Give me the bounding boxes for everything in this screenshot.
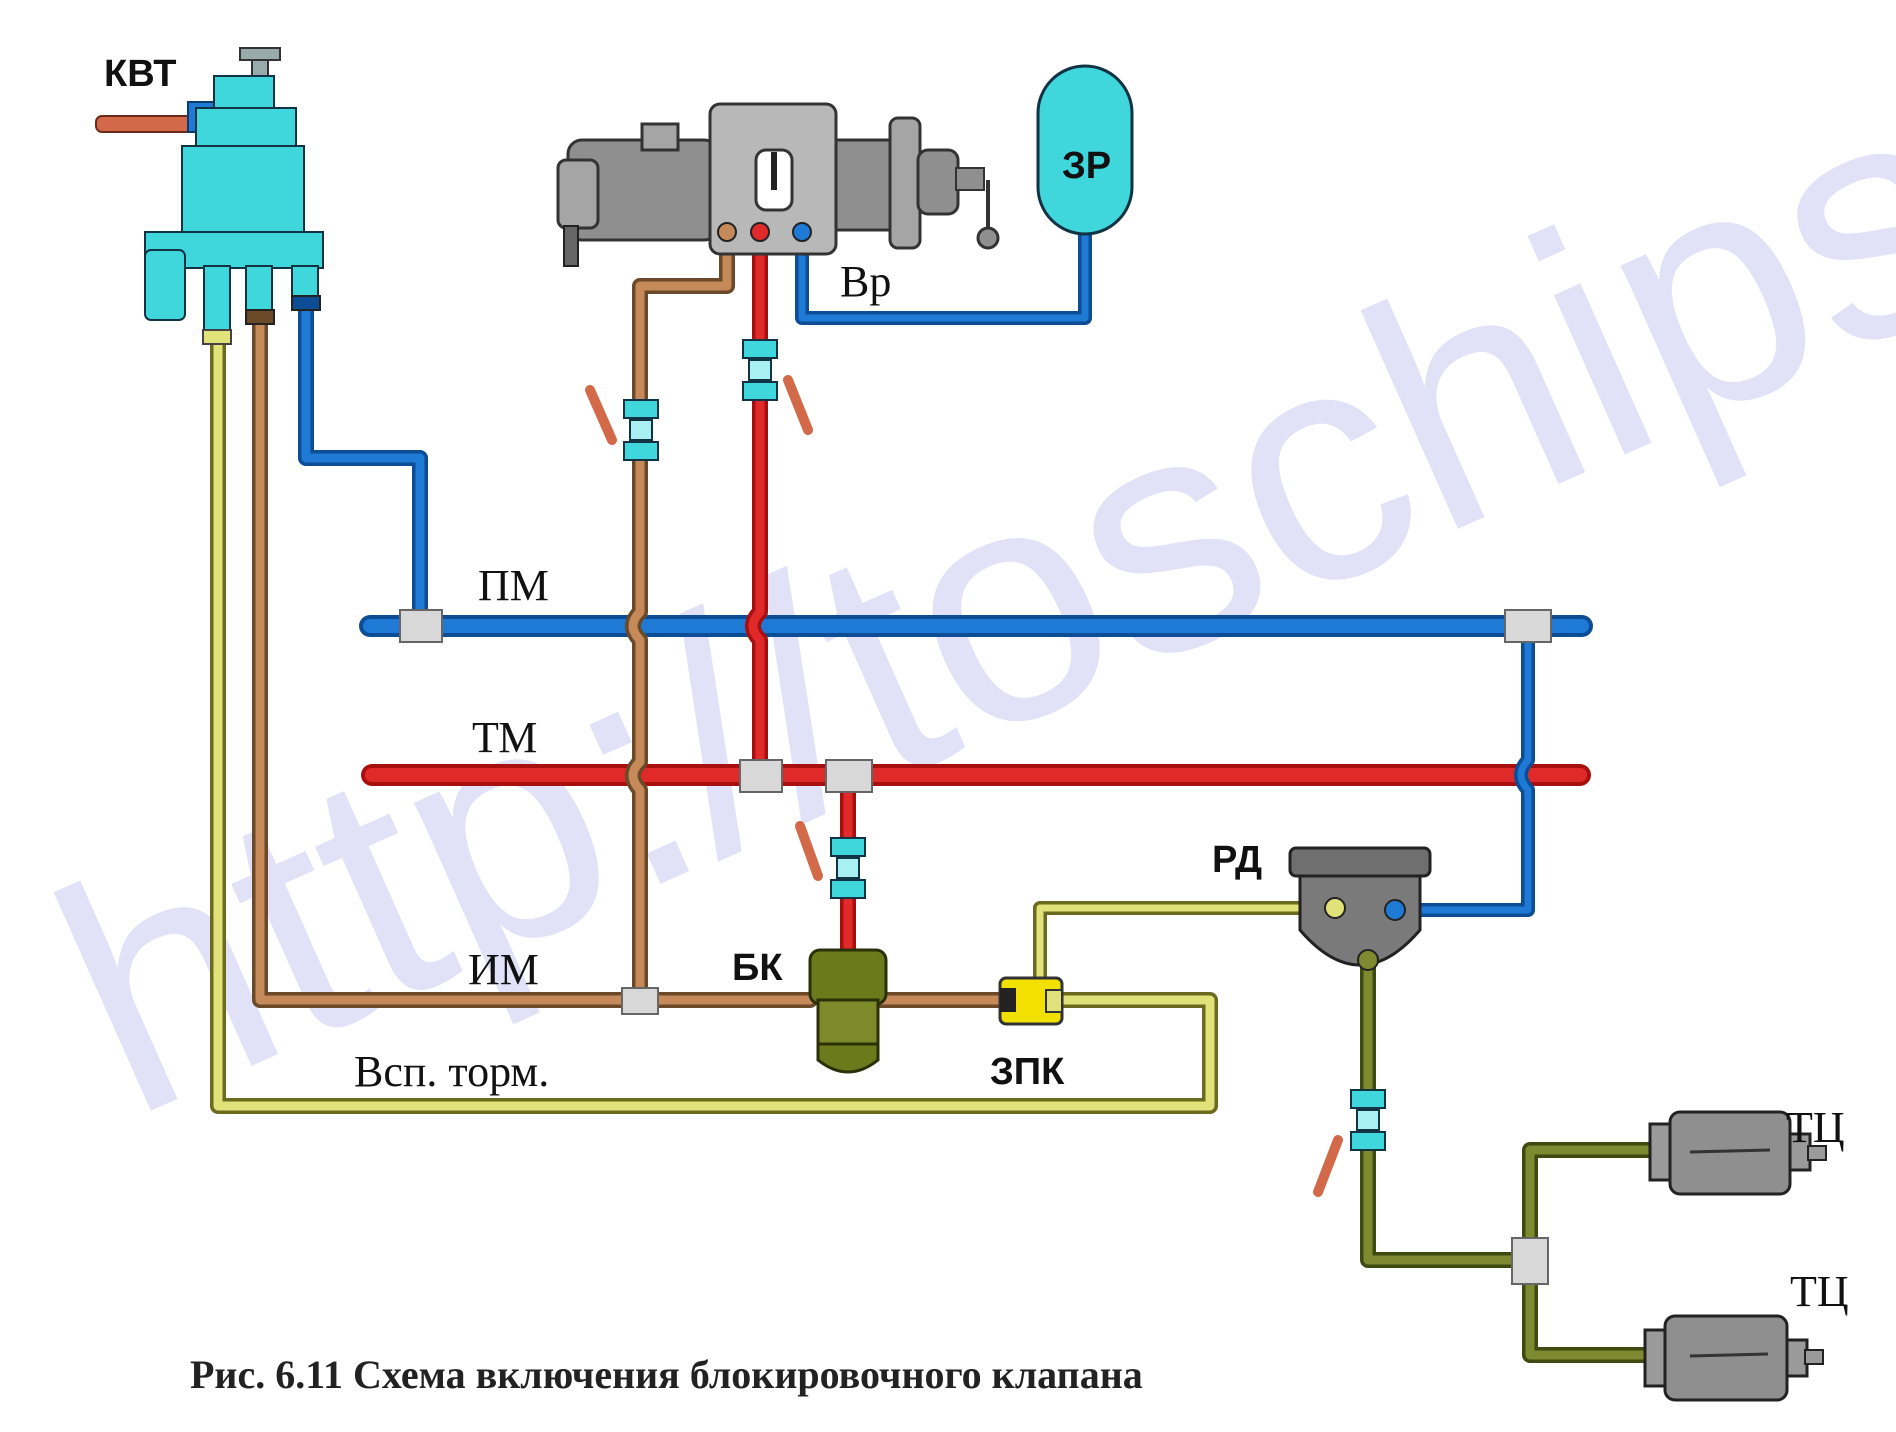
im-vr-tee xyxy=(621,987,659,1015)
figure-caption: Рис. 6.11 Схема включения блокировочного… xyxy=(190,1352,1143,1397)
tm-bk-tee xyxy=(825,759,873,793)
blocking-valve-bk xyxy=(808,948,888,1074)
label-im: ИМ xyxy=(468,945,539,994)
valve-im-branch xyxy=(585,385,659,461)
valve-tc-branch xyxy=(1313,1089,1386,1197)
valve-bk-branch xyxy=(795,821,866,899)
label-vsp-torm: Всп. торм. xyxy=(354,1047,549,1096)
brake-cylinder-top xyxy=(1648,1110,1827,1196)
label-zpk: ЗПК xyxy=(990,1051,1065,1093)
tc-tee xyxy=(1511,1237,1549,1285)
rd-tc-line xyxy=(1360,952,1658,1363)
reservoir-zr xyxy=(1036,64,1134,236)
label-tm: ТМ xyxy=(472,713,537,762)
label-zr: ЗР xyxy=(1062,145,1111,187)
label-tc-bottom: ТЦ xyxy=(1790,1267,1849,1316)
label-pm: ПМ xyxy=(478,561,549,610)
pressure-relay-rd xyxy=(1288,846,1432,971)
label-rd: РД xyxy=(1212,839,1262,881)
label-bk: БК xyxy=(732,947,783,989)
air-distributor-vr xyxy=(556,102,1000,267)
label-tc-top: ТЦ xyxy=(1786,1103,1845,1152)
brake-cylinder-bottom xyxy=(1643,1314,1824,1402)
pm-rd-tee xyxy=(1504,609,1552,643)
tm-vr-tee xyxy=(739,759,783,793)
zpk-rd-line xyxy=(1033,901,1342,992)
pm-kvt-tee xyxy=(399,609,443,643)
label-kvt: КВТ xyxy=(104,53,176,95)
valve-tm-vr-branch xyxy=(742,339,813,435)
label-vr: Вр xyxy=(840,257,891,306)
kvt-valve-device xyxy=(95,47,324,345)
switch-valve-zpk xyxy=(998,976,1064,1026)
